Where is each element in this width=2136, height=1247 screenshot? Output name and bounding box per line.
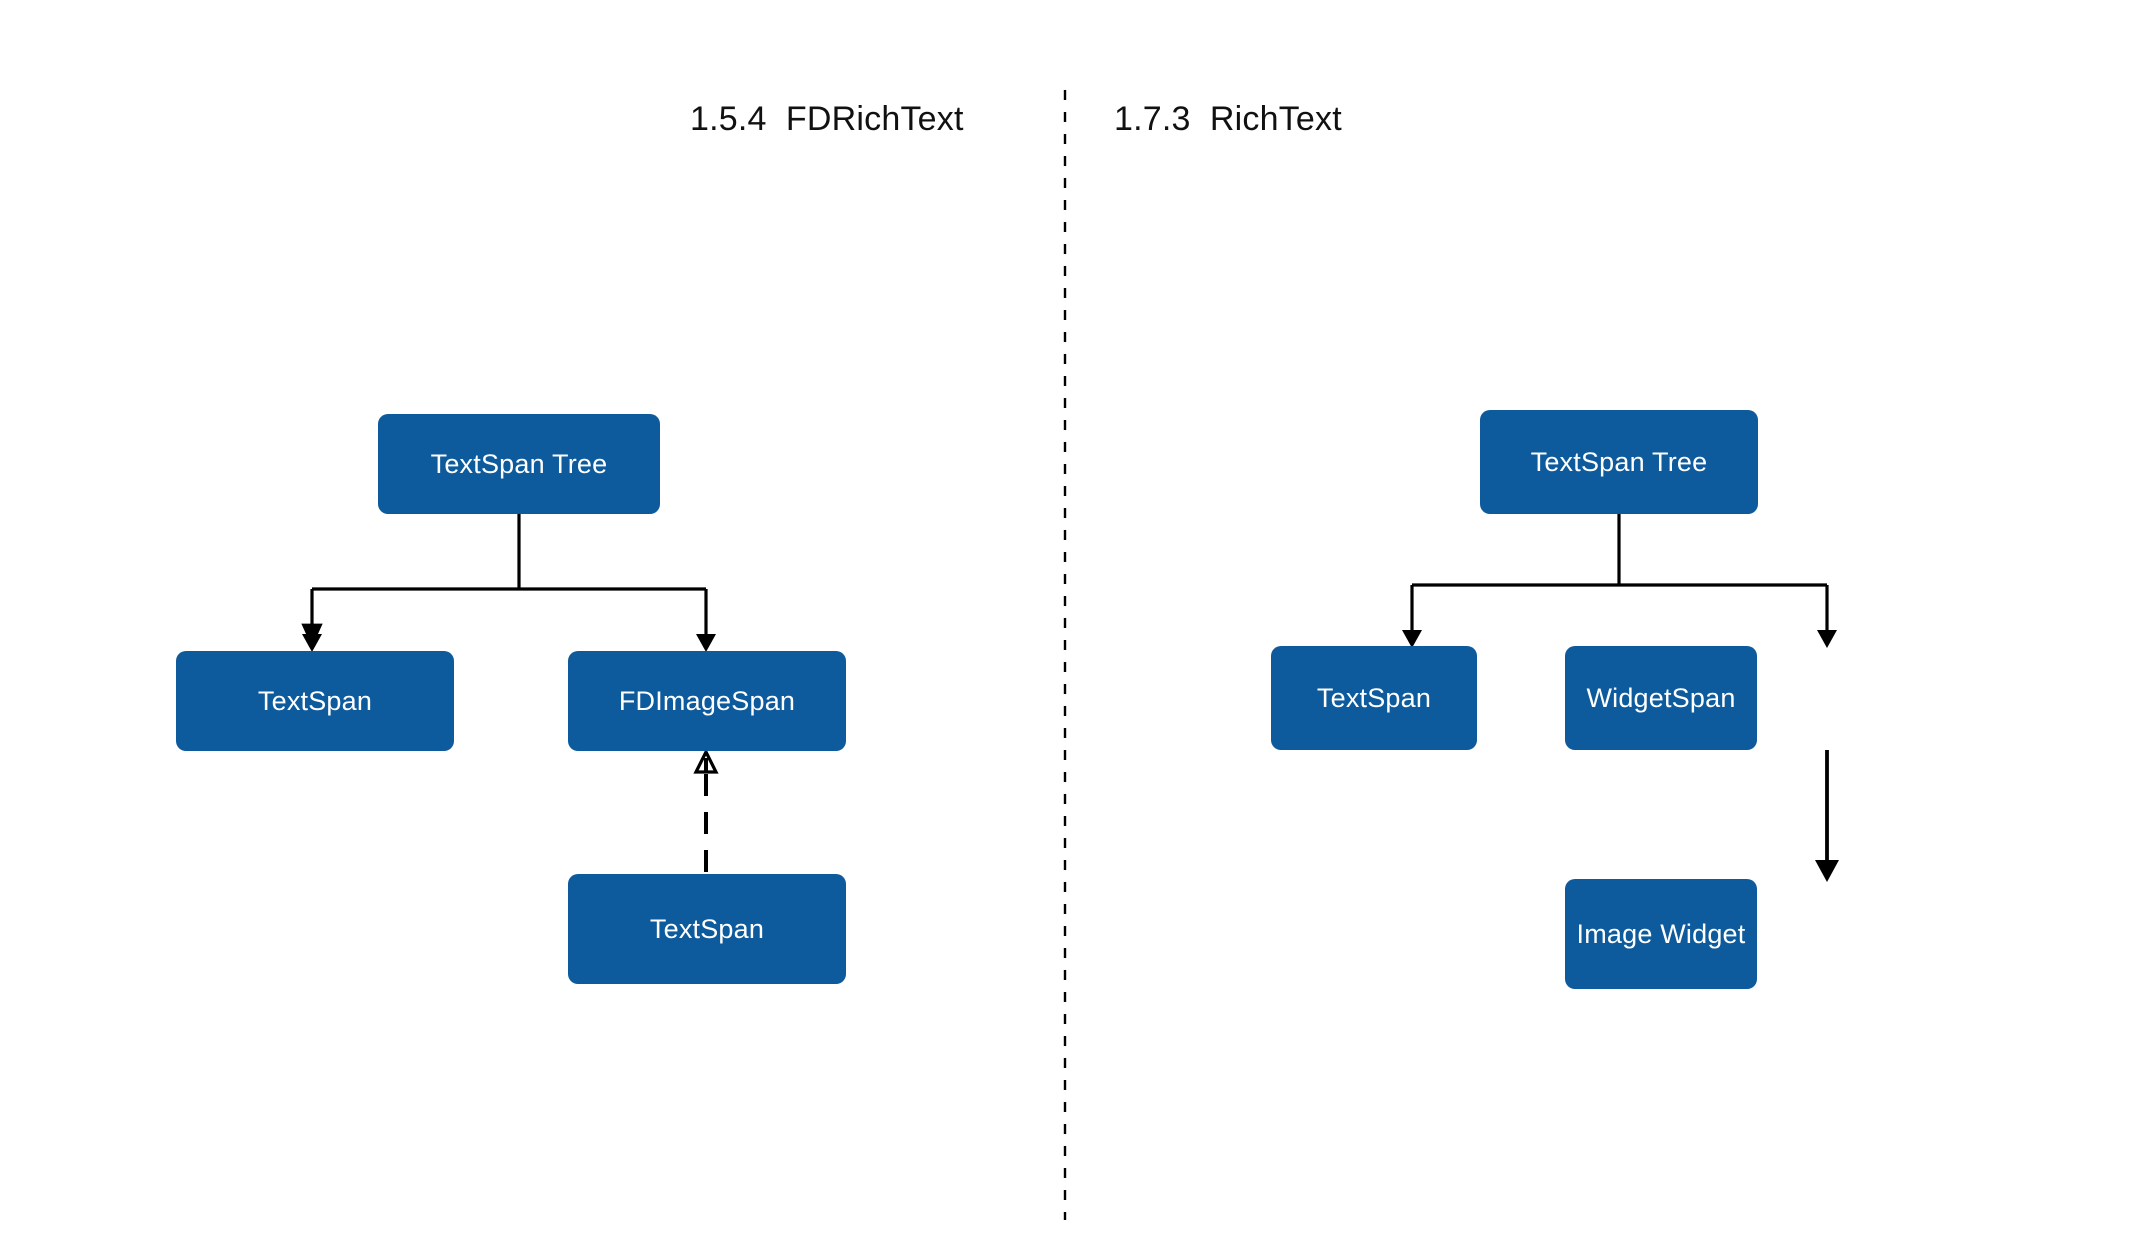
node-textspan-tree-right[interactable]: TextSpan Tree — [1480, 410, 1758, 514]
node-textspan-right[interactable]: TextSpan — [1271, 646, 1477, 750]
arrowhead-l-imagespan — [696, 634, 716, 652]
arrowhead-r-widgetspan — [1817, 630, 1837, 648]
panel-title-fdrichtext: 1.5.4 FDRichText — [690, 100, 964, 138]
edge-l-childtext-to-imagespan — [693, 748, 719, 872]
node-textspan-child-left[interactable]: TextSpan — [568, 874, 846, 984]
node-image-widget[interactable]: Image Widget — [1565, 879, 1757, 989]
edge-r-root-stem — [1412, 514, 1827, 587]
edge-l-root-stem — [312, 514, 706, 591]
node-fdimagespan[interactable]: FDImageSpan — [568, 651, 846, 751]
node-textspan-tree-left[interactable]: TextSpan Tree — [378, 414, 660, 514]
panel-title-richtext: 1.7.3 RichText — [1114, 100, 1342, 138]
arrowhead-l-textspan — [302, 634, 322, 652]
node-textspan-left[interactable]: TextSpan — [176, 651, 454, 751]
edge-r-widgetspan-to-imagewidget — [1815, 750, 1839, 882]
node-widgetspan[interactable]: WidgetSpan — [1565, 646, 1757, 750]
